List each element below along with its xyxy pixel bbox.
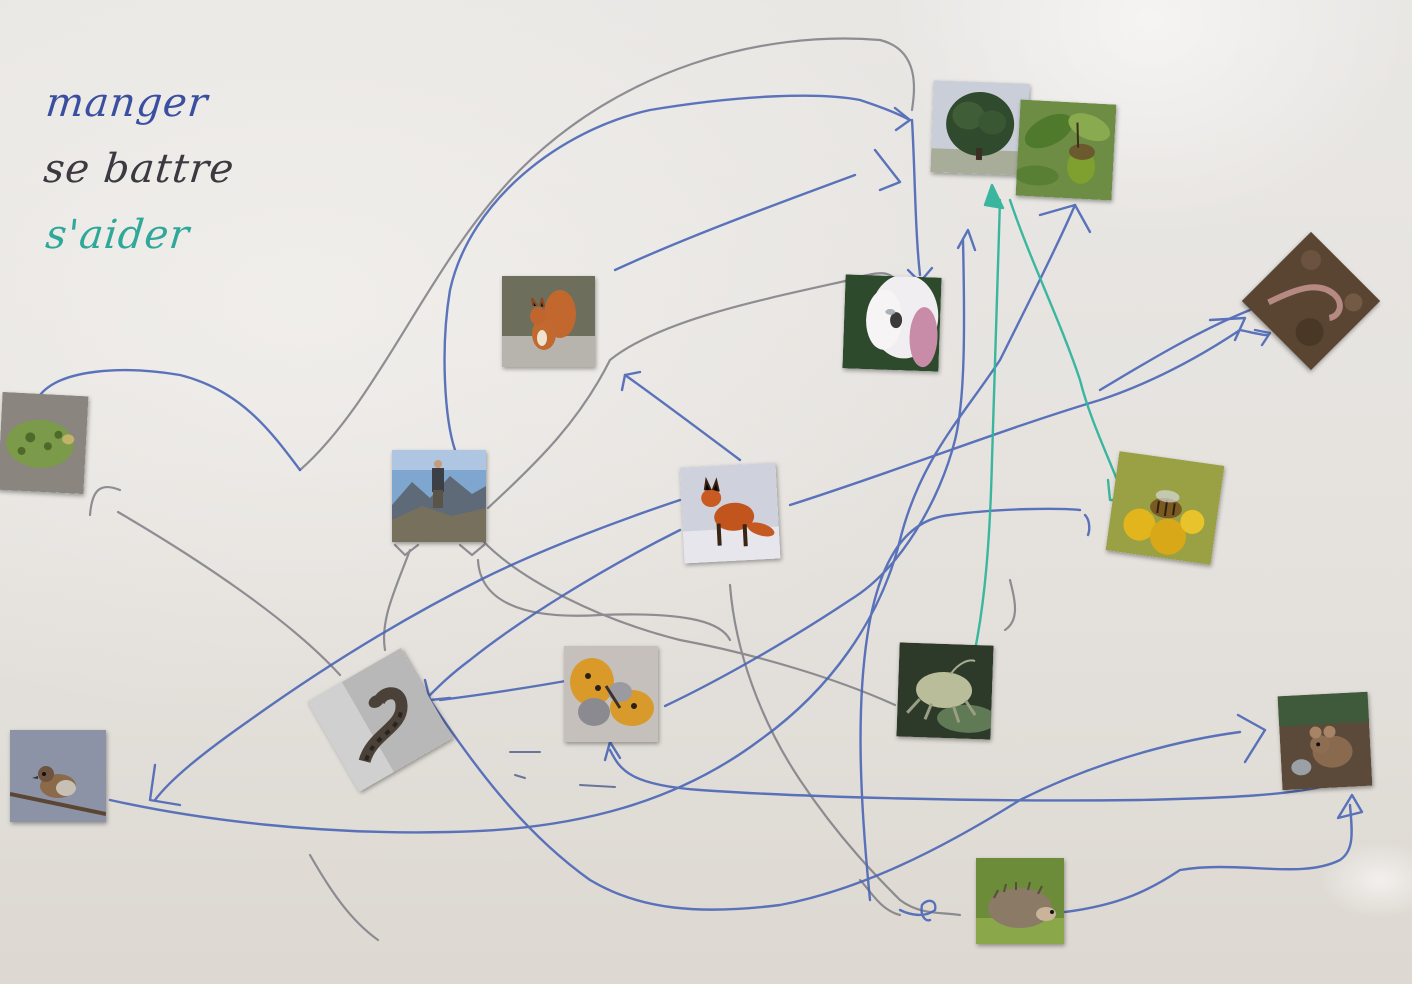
bee-photo <box>1105 451 1225 565</box>
butterfly-photo <box>564 646 658 742</box>
legend-fight: se battre <box>41 146 237 192</box>
frog-photo <box>0 391 89 495</box>
fly-on-flower-photo <box>842 274 942 372</box>
viper-snake-photo <box>307 647 453 793</box>
legend-eat: manger <box>43 80 211 126</box>
hiker-photo <box>392 450 486 542</box>
acorn-photo <box>1015 99 1117 201</box>
mouse-photo <box>1277 691 1373 791</box>
fox-photo <box>679 462 781 564</box>
oak-tree-photo <box>930 80 1030 176</box>
hedgehog-photo <box>976 858 1064 944</box>
sparrow-photo <box>10 730 106 822</box>
earthworm-photo <box>1241 231 1381 371</box>
squirrel-photo <box>502 276 595 367</box>
legend-help: s'aider <box>43 212 192 258</box>
mite-photo <box>896 642 994 740</box>
